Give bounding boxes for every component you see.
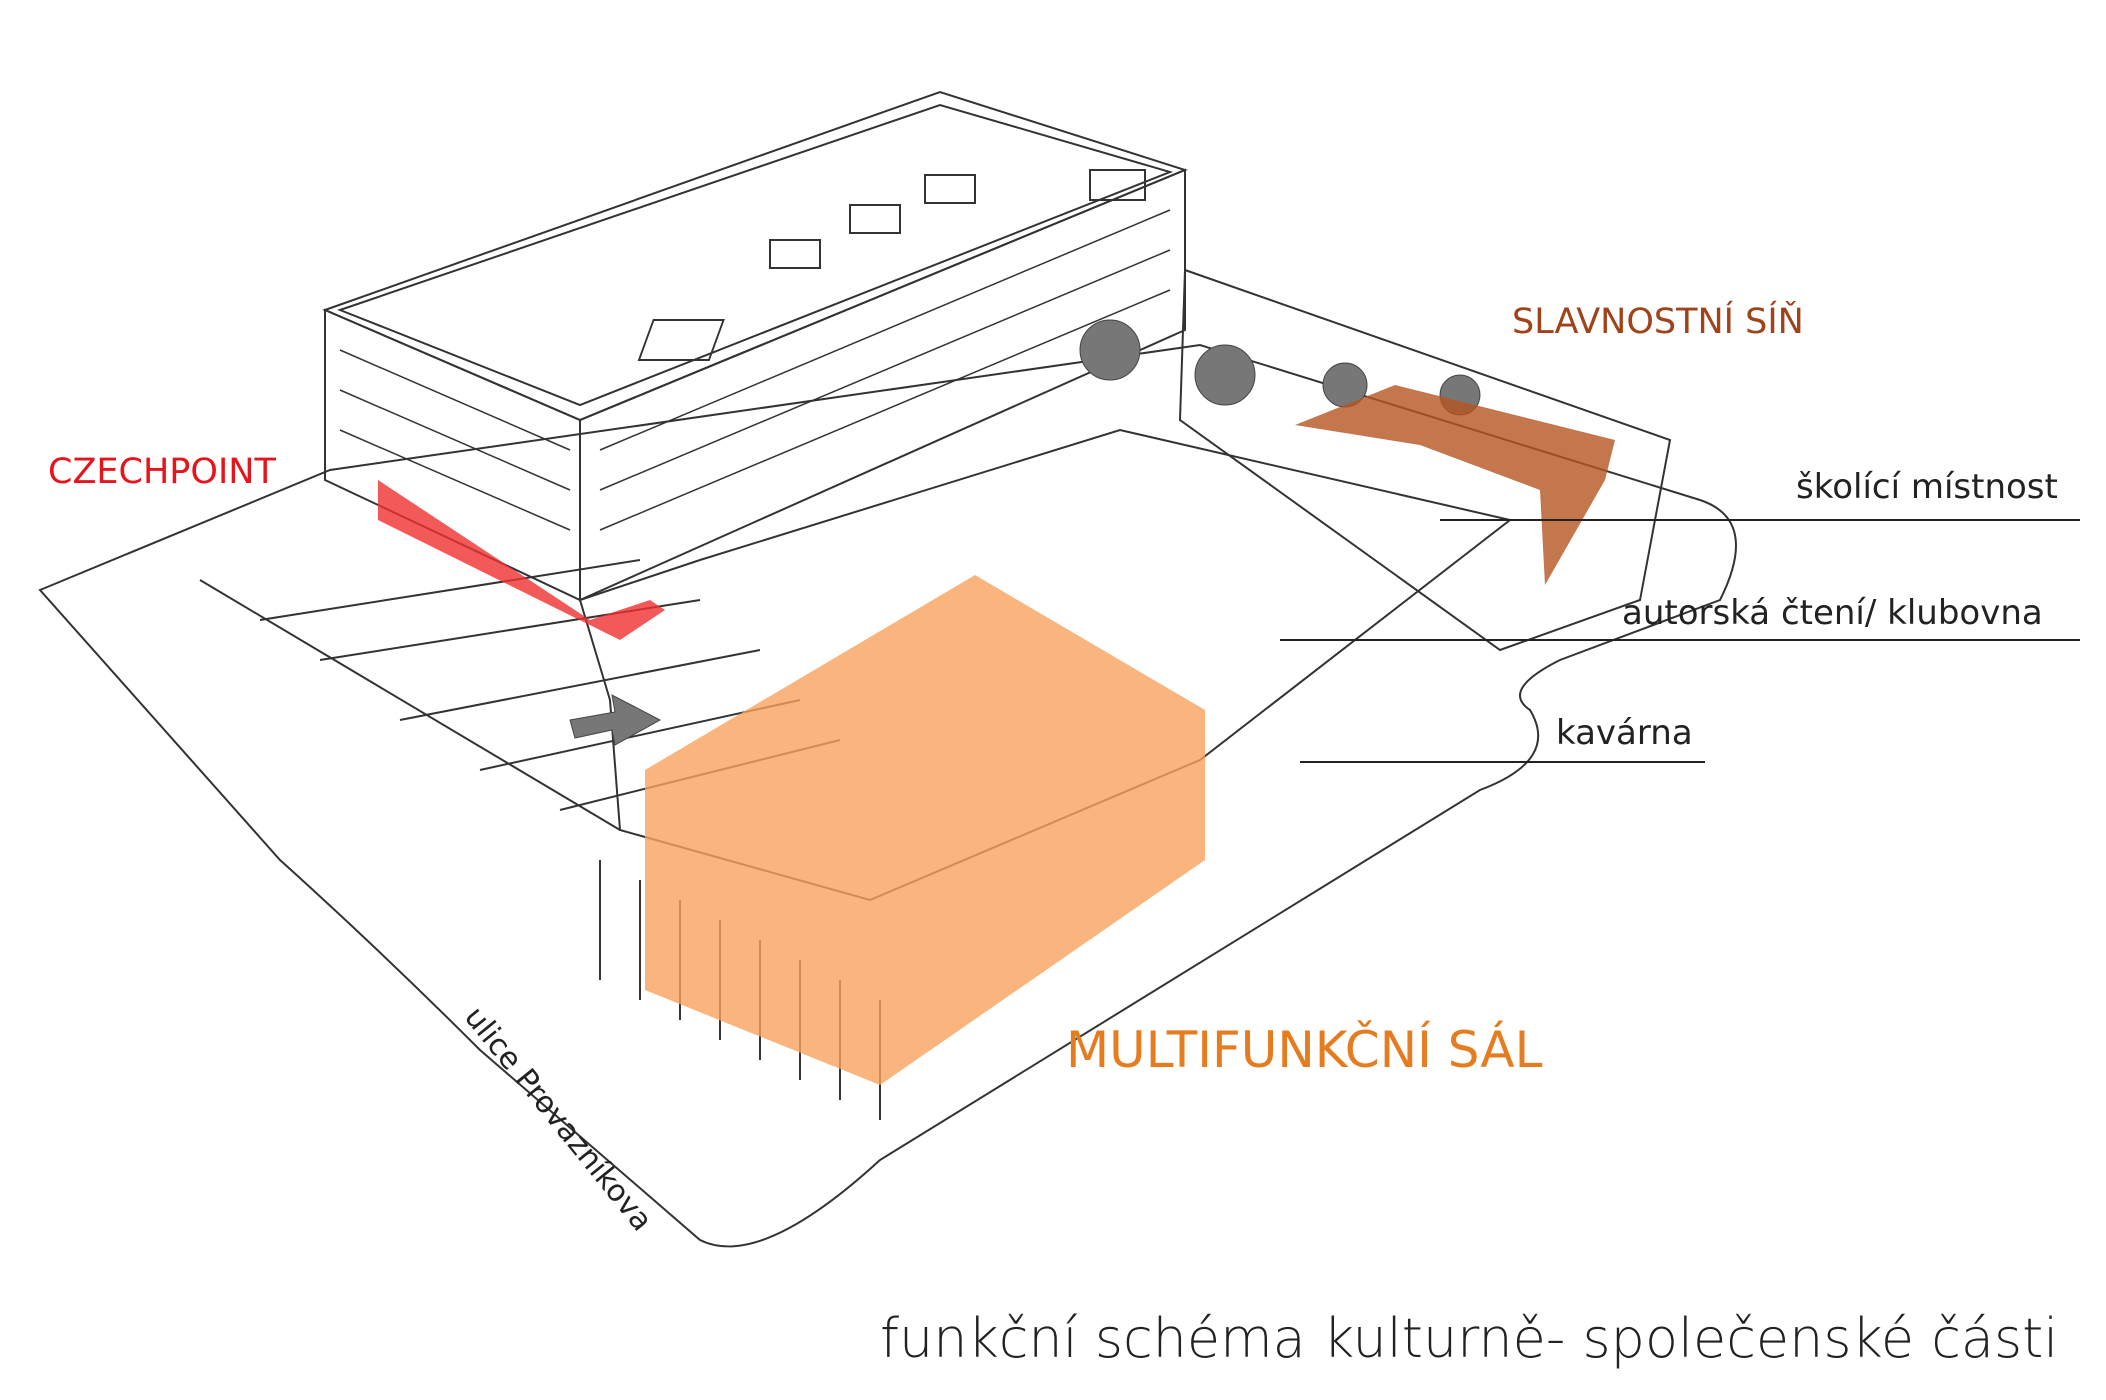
main-block-roof-inner [337, 103, 1174, 407]
courtyard-frame [1178, 268, 1672, 652]
label-slavnostni-sin: SLAVNOSTNÍ SÍŇ [1512, 302, 1804, 342]
multifunkcni-sal-zone [645, 575, 1205, 1085]
tree [1079, 319, 1141, 381]
label-autorska-cteni: autorská čtení/ klubovna [1622, 593, 2043, 633]
slavnostni-sin-zone [1295, 385, 1615, 585]
skylight [637, 319, 725, 361]
skylight [1089, 169, 1146, 201]
skylight [849, 204, 901, 234]
skylight [924, 174, 976, 204]
main-block-side [579, 168, 1186, 602]
tree [1194, 344, 1256, 406]
main-block-roof [322, 90, 1188, 422]
czechpoint-zone [378, 480, 665, 640]
label-czechpoint: CZECHPOINT [48, 452, 276, 492]
site-outline [38, 343, 1737, 1248]
label-skolici-mistnost: školící místnost [1796, 467, 2058, 507]
skylight [769, 239, 821, 269]
label-kavarna: kavárna [1556, 713, 1693, 753]
diagram-caption: funkční schéma kulturně- společenské čás… [880, 1307, 2059, 1370]
label-multifunkcni-sal: MULTIFUNKČNÍ SÁL [1066, 1021, 1543, 1079]
entrance-arrow [569, 694, 662, 746]
parking-grid [199, 559, 841, 831]
windows-row [339, 209, 1171, 531]
